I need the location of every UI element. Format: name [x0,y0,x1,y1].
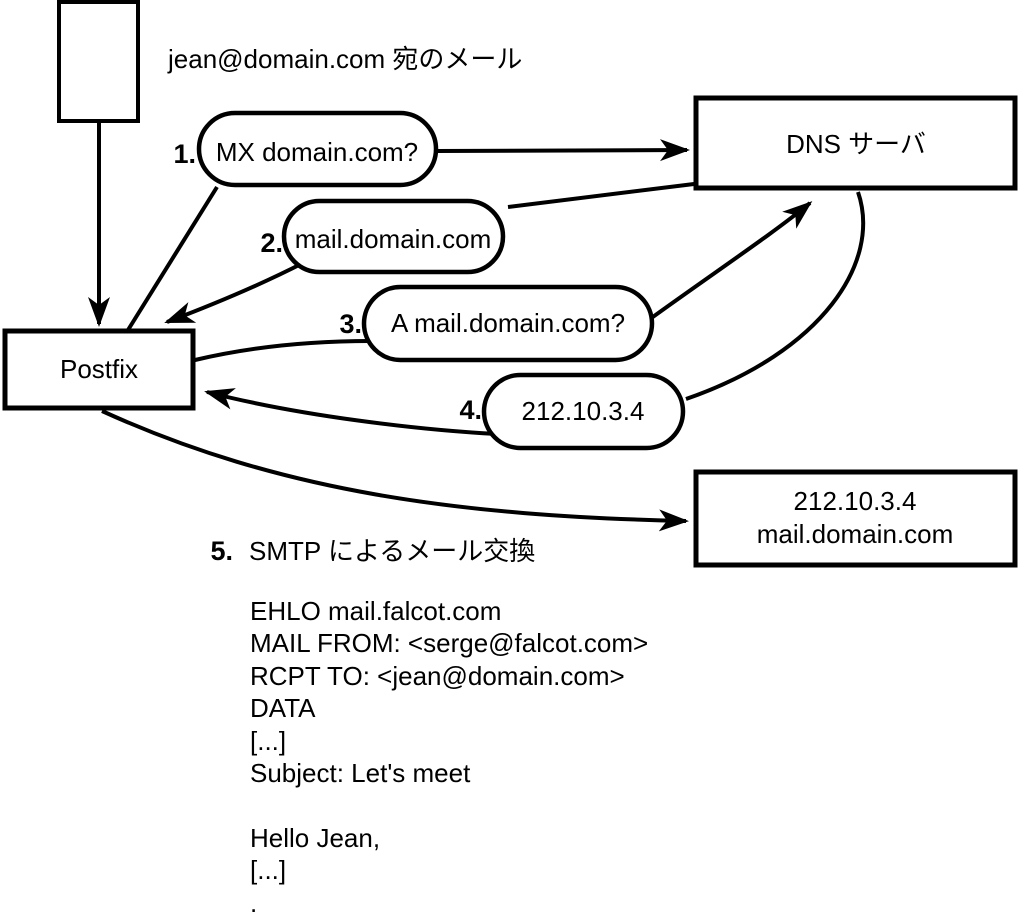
message-note: jean@domain.com 宛のメール [167,44,522,74]
arrow-response-mx-to-postfix [164,261,304,324]
step-3-label: A mail.domain.com? [391,308,625,338]
line-dns-to-response-a [685,191,866,401]
query-mx-pill [196,110,439,188]
smtp-line: Subject: Let's meet [250,758,471,788]
query-a-pill [361,284,655,363]
smtp-transcript: EHLO mail.falcot.com MAIL FROM: <serge@f… [250,596,648,918]
message-box [57,0,140,123]
line-postfix-to-query-mx [126,185,219,332]
step-5-label: SMTP によるメール交換 [249,536,535,566]
line-postfix-to-query-a [194,339,372,362]
smtp-line: [...] [250,726,286,756]
smtp-line: DATA [250,693,316,723]
dns-server-label: DNS サーバ [786,129,926,159]
smtp-line: MAIL FROM: <serge@falcot.com> [250,628,648,658]
step-2-number: 2. [260,228,283,258]
smtp-line: RCPT TO: <jean@domain.com> [250,661,625,691]
mail-server-box [693,469,1018,568]
arrow-query-mx-to-dns [436,139,690,162]
line-dns-to-response-mx [507,182,695,209]
smtp-line: . [250,888,257,918]
step-3-number: 3. [339,309,362,339]
response-a-pill [481,372,686,451]
step-1-number: 1. [173,139,196,169]
step-2-label: mail.domain.com [295,224,492,254]
arrow-postfix-to-mail-server [101,409,689,532]
response-mx-pill [281,198,506,275]
dns-server-box [693,95,1018,191]
mail-server-host: mail.domain.com [757,519,954,549]
step-1-label: MX domain.com? [216,137,418,167]
arrow-query-a-to-dns [648,201,813,321]
mail-server-ip: 212.10.3.4 [794,486,917,516]
smtp-line: EHLO mail.falcot.com [250,596,501,626]
step-4-label: 212.10.3.4 [522,396,645,426]
smtp-line: Hello Jean, [250,823,380,853]
postfix-box [2,328,196,411]
step-5-number: 5. [210,536,233,566]
step-4-number: 4. [459,395,482,425]
smtp-line: [...] [250,855,286,885]
arrow-response-a-to-postfix [204,388,498,436]
postfix-label: Postfix [60,354,138,384]
